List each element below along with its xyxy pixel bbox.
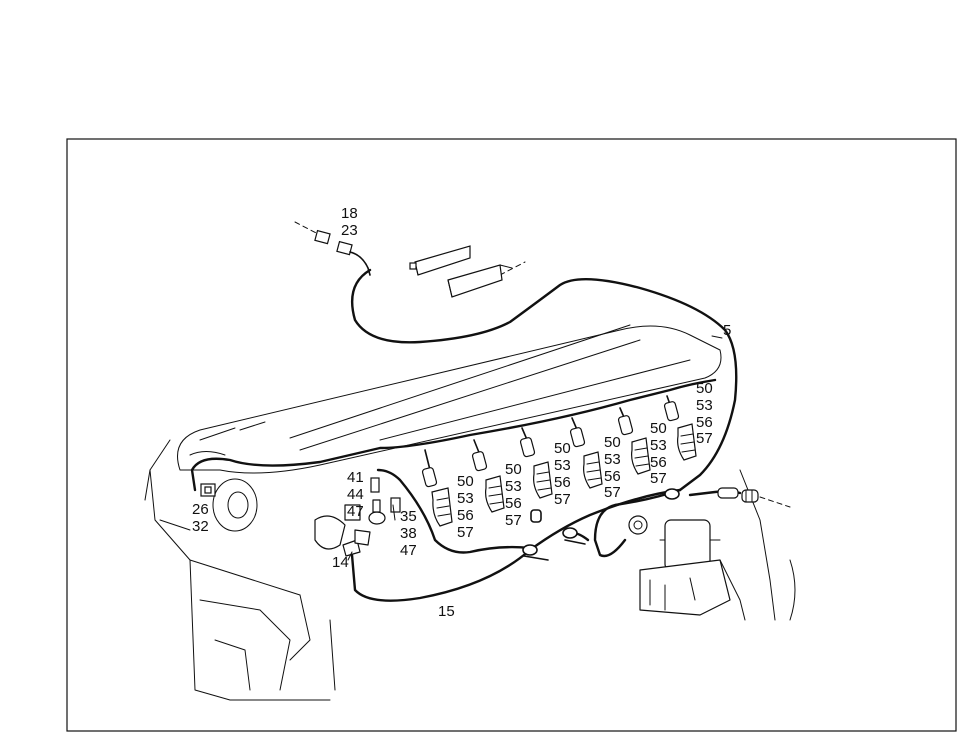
inj3-53: 53 [554, 457, 571, 474]
inj5-53: 53 [650, 437, 667, 454]
diagram-border [66, 138, 957, 732]
harness-clips [522, 488, 680, 561]
inj5-57: 57 [650, 470, 667, 487]
fuel-injectors [421, 395, 697, 527]
callout-labels: 18 23 5 26 32 41 44 47 35 38 47 14 15 50… [192, 205, 731, 620]
control-unit [409, 245, 513, 298]
callout-5: 5 [723, 322, 731, 339]
injector-labels-2: 50 53 56 57 [505, 461, 522, 529]
injector-6 [663, 395, 697, 461]
inj4-53: 53 [604, 451, 621, 468]
callout-38: 38 [400, 525, 417, 542]
inj2-57: 57 [505, 512, 522, 529]
inj2-56: 56 [505, 495, 522, 512]
inj6-50: 50 [696, 380, 713, 397]
injector-4 [569, 417, 603, 489]
connector-26-32 [200, 483, 216, 497]
inj1-57: 57 [457, 524, 474, 541]
inj3-56: 56 [554, 474, 571, 491]
inj4-56: 56 [604, 468, 621, 485]
callout-14: 14 [332, 554, 349, 571]
injector-3 [519, 427, 553, 499]
injector-1 [421, 449, 453, 527]
connector-18-23 [314, 229, 371, 276]
callout-32: 32 [192, 518, 209, 535]
inj1-53: 53 [457, 490, 474, 507]
inj3-50: 50 [554, 440, 571, 457]
connector-35-38-47 [390, 497, 401, 521]
callout-15: 15 [438, 603, 455, 620]
right-plug-connector [717, 487, 759, 503]
callout-47b: 47 [400, 542, 417, 559]
injector-5 [617, 407, 651, 475]
inj5-50: 50 [650, 420, 667, 437]
inj2-50: 50 [505, 461, 522, 478]
inj4-50: 50 [604, 434, 621, 451]
callout-18: 18 [341, 205, 358, 222]
callout-41: 41 [347, 469, 364, 486]
injector-2 [471, 439, 505, 513]
injector-labels-4: 50 53 56 57 [604, 434, 621, 501]
connector-41-44-47 [370, 477, 380, 493]
engine-block-drawing [144, 324, 796, 701]
inj1-56: 56 [457, 507, 474, 524]
injector-labels-3: 50 53 56 57 [554, 440, 571, 508]
inj6-57: 57 [696, 430, 713, 447]
injector-labels-5: 50 53 56 57 [650, 420, 667, 487]
callout-35: 35 [400, 508, 417, 525]
inj3-57: 57 [554, 491, 571, 508]
callout-26: 26 [192, 501, 209, 518]
inj4-57: 57 [604, 484, 621, 501]
inj6-56: 56 [696, 414, 713, 431]
callout-23: 23 [341, 222, 358, 239]
dashed-leader-lines [294, 221, 791, 508]
inj5-56: 56 [650, 454, 667, 471]
inj6-53: 53 [696, 397, 713, 414]
inj1-50: 50 [457, 473, 474, 490]
callout-leaders [347, 335, 723, 561]
injector-labels-6: 50 53 56 57 [696, 380, 713, 447]
inj2-53: 53 [505, 478, 522, 495]
callout-47a: 47 [347, 503, 364, 520]
callout-44: 44 [347, 486, 364, 503]
injector-labels-1: 50 53 56 57 [457, 473, 474, 541]
